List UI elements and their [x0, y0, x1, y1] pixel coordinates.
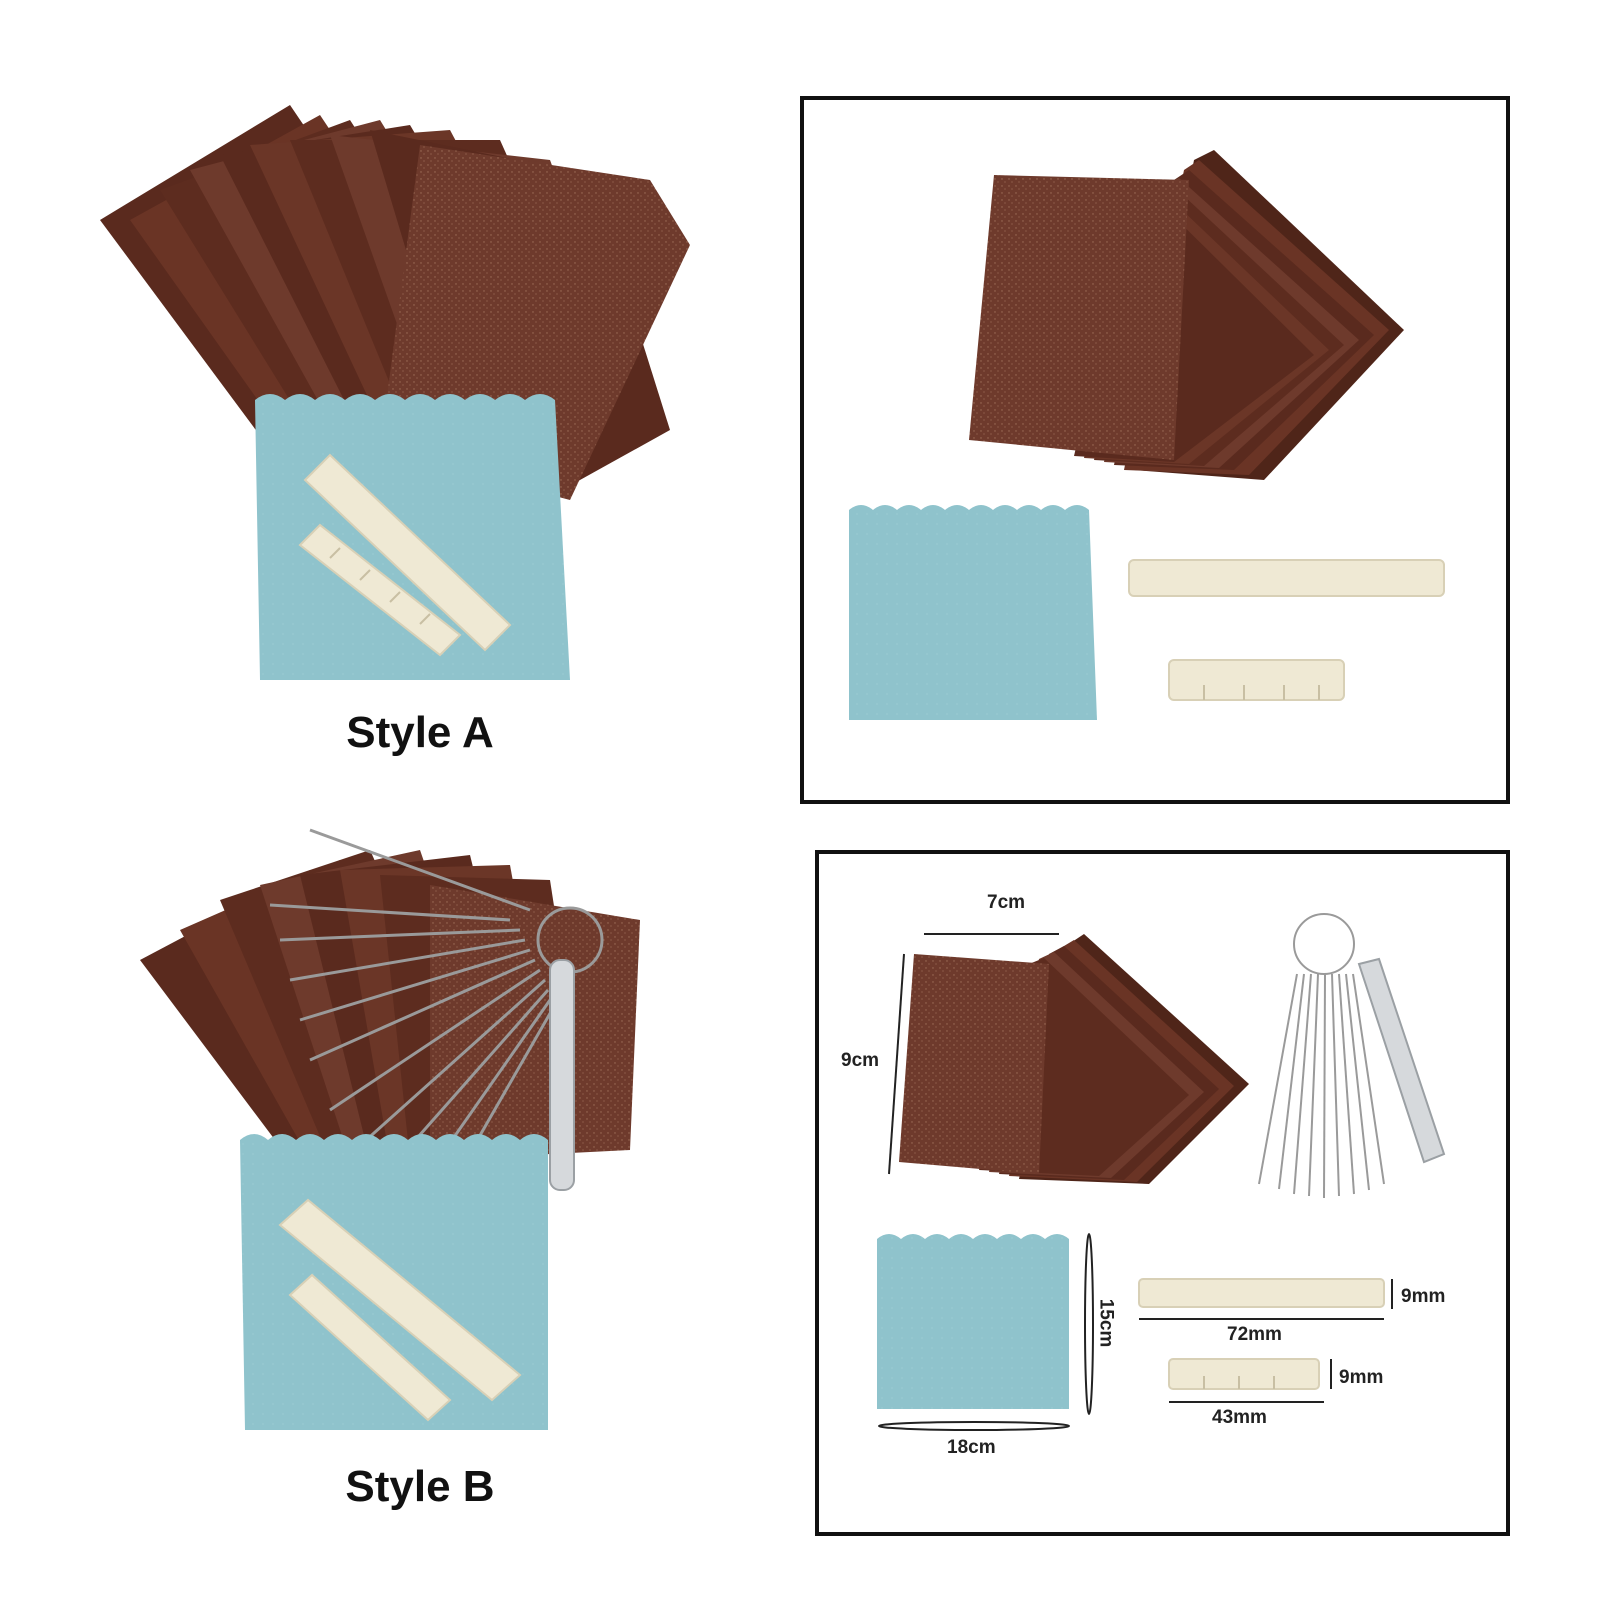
style-b-label: Style B: [345, 1462, 495, 1511]
sandpaper-height-line: [888, 953, 905, 1175]
style-b-detail-panel: 7cm 9cm 15cm 18cm 9mm 72mm 9mm 43mm: [815, 850, 1510, 1536]
sandpaper-stack: [899, 934, 1249, 1184]
polishing-cloth: [877, 1234, 1069, 1409]
saddle-dim-lines: [1139, 1279, 1393, 1320]
polishing-cloth: [849, 505, 1097, 720]
style-a-label: Style A: [346, 708, 494, 757]
style-b-product: [130, 828, 690, 1470]
sandpaper-fan: [100, 105, 690, 530]
cloth-width-label: 18cm: [947, 1437, 996, 1458]
style-a-illustration: [100, 105, 690, 680]
sandpaper-stack: [969, 150, 1404, 480]
cloth-width-line: [878, 1421, 1070, 1431]
sandpaper-height-label: 9cm: [841, 1050, 880, 1071]
bone-saddle: [278, 1198, 522, 1402]
saddle-height-label: 9mm: [1401, 1286, 1446, 1307]
bone-nut: [1168, 1358, 1320, 1390]
nut-dim-lines: [1169, 1359, 1332, 1403]
bone-saddle: [303, 453, 512, 652]
cloth-height-label: 15cm: [1095, 1298, 1117, 1348]
bone-saddle: [1138, 1278, 1385, 1308]
cleaning-needle-set: [269, 828, 604, 1206]
bone-saddle: [1128, 559, 1445, 597]
sandpaper-width-label: 7cm: [987, 892, 1026, 913]
file-tool: [549, 959, 575, 1191]
style-b-detail-illustration: [877, 913, 1446, 1431]
bone-nut: [1168, 659, 1345, 701]
style-a-detail-illustration: [849, 150, 1445, 720]
file-tool: [1357, 957, 1446, 1164]
style-a-product: [90, 100, 730, 700]
nut-height-label: 9mm: [1339, 1367, 1384, 1388]
cleaning-needle-set: [1258, 913, 1385, 1199]
saddle-length-label: 72mm: [1227, 1324, 1282, 1345]
bone-nut: [298, 523, 462, 657]
bone-nut: [288, 1273, 452, 1422]
cloth-height-line: [1084, 1233, 1094, 1415]
style-b-illustration: [140, 828, 640, 1430]
style-a-detail-panel: [800, 96, 1510, 804]
nut-length-label: 43mm: [1212, 1407, 1267, 1428]
